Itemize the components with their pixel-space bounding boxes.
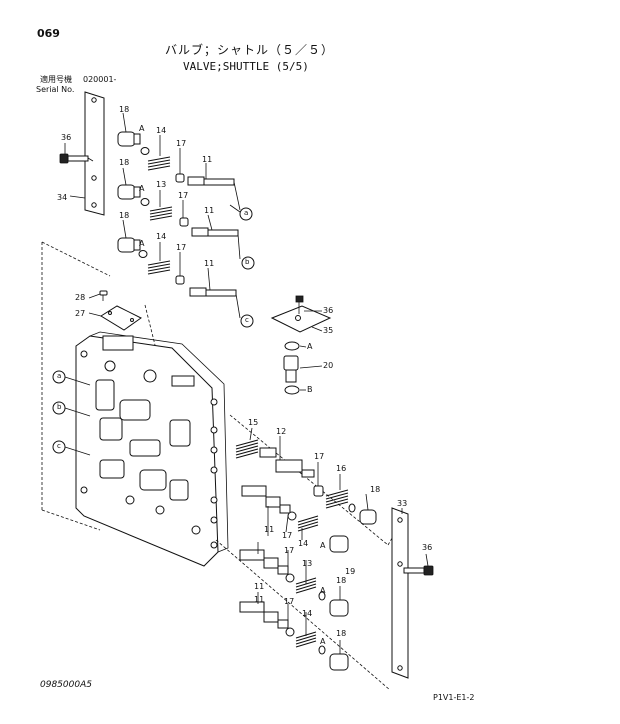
serial-label-japanese: 適用号機 (40, 75, 72, 84)
callout-11: 11 (202, 155, 213, 164)
callout-14: 14 (156, 126, 167, 135)
callout-18: 18 (336, 576, 347, 585)
ref-a-label: a (244, 209, 249, 217)
callout-B: B (307, 385, 313, 394)
callout-13: 13 (302, 559, 313, 568)
plate-33 (391, 507, 409, 679)
serial-label-english: Serial No. (36, 85, 75, 94)
callout-14: 14 (302, 609, 313, 618)
ref-markers-body (52, 370, 91, 456)
callout-11: 11 (204, 206, 215, 215)
callout-14: 14 (156, 232, 167, 241)
callout-17: 17 (284, 597, 295, 606)
callout-28: 28 (75, 293, 86, 302)
bolt-36-upper (295, 295, 304, 314)
callout-11: 11 (254, 582, 265, 591)
callout-A: A (139, 184, 145, 193)
callout-13: 13 (156, 180, 167, 189)
lower-leaders (257, 506, 341, 654)
lower-spool-row-2 (239, 549, 349, 617)
drawing-code: 0985000A5 (40, 680, 92, 690)
callout-12: 12 (276, 427, 287, 436)
cover-27 (100, 305, 142, 331)
ref-a-body: a (57, 372, 62, 380)
callout-18: 18 (119, 211, 130, 220)
callout-35: 35 (323, 326, 334, 335)
callout-20: 20 (323, 361, 334, 370)
callout-17: 17 (314, 452, 325, 461)
spring-16 (325, 489, 349, 509)
valve-body (75, 331, 229, 567)
callout-14: 14 (298, 539, 309, 548)
callout-A: A (139, 124, 145, 133)
callout-A: A (320, 586, 326, 595)
callout-17: 17 (178, 191, 189, 200)
callout-33: 33 (397, 499, 408, 508)
ref-c-label: c (245, 316, 249, 324)
plug-18-lower-a (348, 503, 377, 525)
callout-16: 16 (336, 464, 347, 473)
ref-b-body: b (57, 403, 62, 411)
callout-11: 11 (264, 525, 275, 534)
callout-A: A (320, 541, 326, 550)
serial-range: 020001- (83, 75, 117, 84)
callout-27: 27 (75, 309, 86, 318)
page-reference: P1V1-E1-2 (433, 693, 475, 702)
callout-A: A (320, 637, 326, 646)
ref-markers-upper (239, 207, 255, 328)
screw-28 (99, 290, 108, 301)
callout-18: 18 (370, 485, 381, 494)
title-english: VALVE;SHUTTLE (5/5) (183, 60, 309, 73)
callout-18: 18 (119, 158, 130, 167)
callout-18: 18 (336, 629, 347, 638)
callout-17: 17 (176, 139, 187, 148)
callout-19: 19 (345, 567, 356, 576)
plate-35 (270, 305, 332, 333)
lower-spool-row-1 (241, 485, 349, 553)
bolt-36-right (403, 565, 434, 576)
callout-36: 36 (61, 133, 72, 142)
ref-c-body: c (57, 442, 61, 450)
upper-spool-row-1 (117, 131, 241, 213)
ref-b-label: b (245, 258, 250, 266)
callout-36: 36 (323, 306, 334, 315)
upper-spool-row-3 (117, 237, 241, 319)
callout-11: 11 (204, 259, 215, 268)
spring-15 (235, 439, 259, 459)
spool-12 (259, 447, 315, 478)
shuttle-20 (283, 341, 300, 395)
upper-leaders (122, 112, 213, 291)
bolt-36-left (59, 153, 94, 164)
callout-11: 11 (254, 595, 265, 604)
callout-17: 17 (284, 546, 295, 555)
lower-spool-row-3 (239, 601, 349, 671)
plug-17-lower (313, 485, 324, 497)
page-number: 069 (37, 27, 60, 40)
callout-15: 15 (248, 418, 259, 427)
callout-34: 34 (57, 193, 68, 202)
callout-18: 18 (119, 105, 130, 114)
callout-A: A (307, 342, 313, 351)
upper-spool-row-2 (117, 184, 241, 260)
callout-17: 17 (176, 243, 187, 252)
callout-17: 17 (282, 531, 293, 540)
callout-A: A (139, 239, 145, 248)
callout-36: 36 (422, 543, 433, 552)
title-japanese: バルブ；シャトル（５／５） (165, 43, 335, 57)
plate-34 (84, 91, 105, 216)
